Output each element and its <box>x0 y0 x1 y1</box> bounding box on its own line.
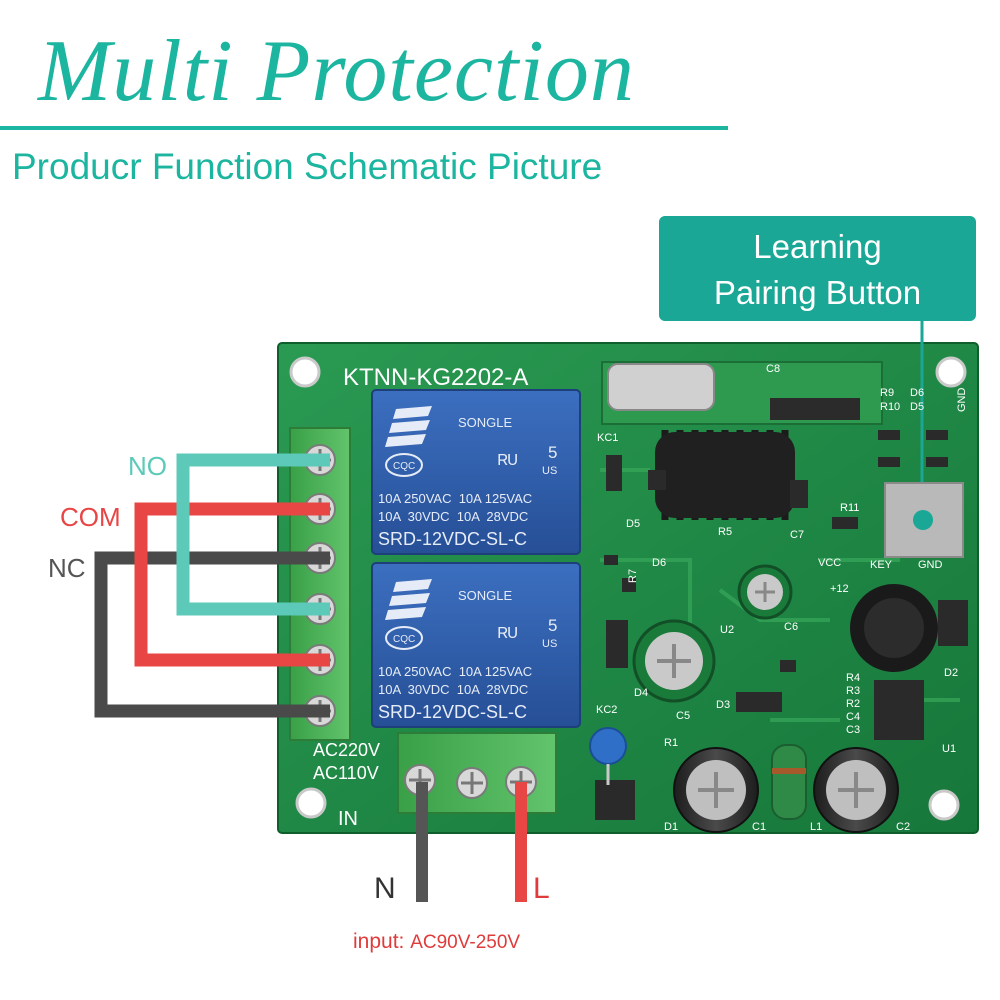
silk-r5: R5 <box>718 526 732 538</box>
silk-d5a: D5 <box>910 401 924 413</box>
silk-kc2: KC2 <box>596 704 617 716</box>
mount-hole <box>289 356 321 388</box>
silk-c2: C2 <box>896 821 910 833</box>
relay-number: 5 <box>548 616 557 635</box>
page-subtitle: Producr Function Schematic Picture <box>12 146 603 187</box>
silk-r3: R3 <box>846 685 860 697</box>
relay-brand: SONGLE <box>458 415 513 430</box>
callout-line-1: Learning <box>753 228 882 265</box>
silk-gnd: GND <box>918 559 943 571</box>
relay-terminal-block <box>289 427 351 741</box>
relay-cqc: CQC <box>393 634 415 645</box>
pcb-traces <box>600 468 960 722</box>
capacitor-c5 <box>632 619 716 703</box>
relay-brand: SONGLE <box>458 588 513 603</box>
relay-rating-2: 10A 30VDC 10A 28VDC <box>378 682 528 697</box>
silk-d2: D2 <box>944 667 958 679</box>
relay-2: SONGLE 5 US CQC ᴿᵁ 10A 250VAC 10A 125VAC… <box>371 562 581 728</box>
relay-model: SRD-12VDC-SL-C <box>378 702 527 722</box>
wire-no <box>176 453 330 616</box>
mount-hole <box>295 787 327 819</box>
page-title: Multi Protection <box>38 23 635 120</box>
silk-r2: R2 <box>846 698 860 710</box>
relay-rating-1: 10A 250VAC 10A 125VAC <box>378 491 532 506</box>
title-underline <box>0 126 728 130</box>
silk-r1: R1 <box>664 737 678 749</box>
silk-d6a: D6 <box>910 387 924 399</box>
board-model-text: KTNN-KG2202-A <box>343 364 528 391</box>
silk-c7: C7 <box>790 529 804 541</box>
wire-label-nc: NC <box>48 553 86 583</box>
silk-vcc: VCC <box>818 557 841 569</box>
silk-r11: R11 <box>840 502 859 514</box>
silk-c3: C3 <box>846 724 860 736</box>
inductor-l1 <box>771 744 807 820</box>
silk-d6: D6 <box>652 557 666 569</box>
silk-d4: D4 <box>634 687 648 699</box>
inductor <box>850 584 938 672</box>
relay-rating-1: 10A 250VAC 10A 125VAC <box>378 664 532 679</box>
ul-mark-icon: ᴿᵁ <box>498 450 517 475</box>
relay-us: US <box>542 638 557 650</box>
silk-r10: R10 <box>880 401 900 413</box>
silk-u1: U1 <box>942 743 956 755</box>
learning-button-cap-icon <box>913 510 933 530</box>
silk-c5: C5 <box>676 710 690 722</box>
silk-c8: C8 <box>766 363 780 375</box>
capacitor-c1 <box>673 747 759 833</box>
silk-plus12: +12 <box>830 583 849 595</box>
input-value: AC90V-250V <box>410 932 521 953</box>
input-voltage-label: input: AC90V-250V <box>353 930 520 954</box>
silk-u2: U2 <box>720 624 734 636</box>
mount-hole <box>935 356 967 388</box>
callout-line-2: Pairing Button <box>713 274 922 311</box>
silk-gnd-top: GND <box>956 388 968 413</box>
relay-cqc: CQC <box>393 461 415 472</box>
wire-label-no: NO <box>128 451 167 481</box>
silk-d5: D5 <box>626 518 640 530</box>
relay-rating-2: 10A 30VDC 10A 28VDC <box>378 509 528 524</box>
silk-r7: R7 <box>627 569 639 583</box>
wire-com <box>134 502 330 667</box>
wire-nc <box>94 551 330 718</box>
silk-d3: D3 <box>716 699 730 711</box>
relay-us: US <box>542 465 557 477</box>
in-label: IN <box>338 808 358 830</box>
silk-c6: C6 <box>784 621 798 633</box>
mount-hole <box>928 789 960 821</box>
silk-r9: R9 <box>880 387 894 399</box>
wire-label-n: N <box>374 872 396 905</box>
rf-chip <box>770 398 860 420</box>
silk-kc1: KC1 <box>597 432 618 444</box>
silk-d1: D1 <box>664 821 678 833</box>
learning-button-callout: Learning Pairing Button <box>659 216 976 321</box>
wire-label-l: L <box>533 872 550 905</box>
wire-label-com: COM <box>60 502 121 532</box>
ac110-label: AC110V <box>313 763 379 783</box>
silk-key: KEY <box>870 559 893 571</box>
varistor <box>589 727 627 785</box>
ul-mark-icon: ᴿᵁ <box>498 623 517 648</box>
capacitor-c6 <box>737 564 793 620</box>
silk-c4: C4 <box>846 711 860 723</box>
silk-l1: L1 <box>810 821 822 833</box>
capacitor-c2 <box>813 747 899 833</box>
ac220-label: AC220V <box>313 740 380 760</box>
relay-1: SONGLE 5 US CQC ᴿᵁ 10A 250VAC 10A 125VAC… <box>371 389 581 555</box>
silk-r4: R4 <box>846 672 860 684</box>
silk-c1: C1 <box>752 821 766 833</box>
terminal-screw <box>456 767 488 799</box>
antenna-coil <box>655 430 795 520</box>
crystal-oscillator <box>607 363 715 411</box>
relay-model: SRD-12VDC-SL-C <box>378 529 527 549</box>
relay-number: 5 <box>548 443 557 462</box>
smd-components <box>595 430 968 820</box>
input-prefix: input: <box>353 930 405 953</box>
